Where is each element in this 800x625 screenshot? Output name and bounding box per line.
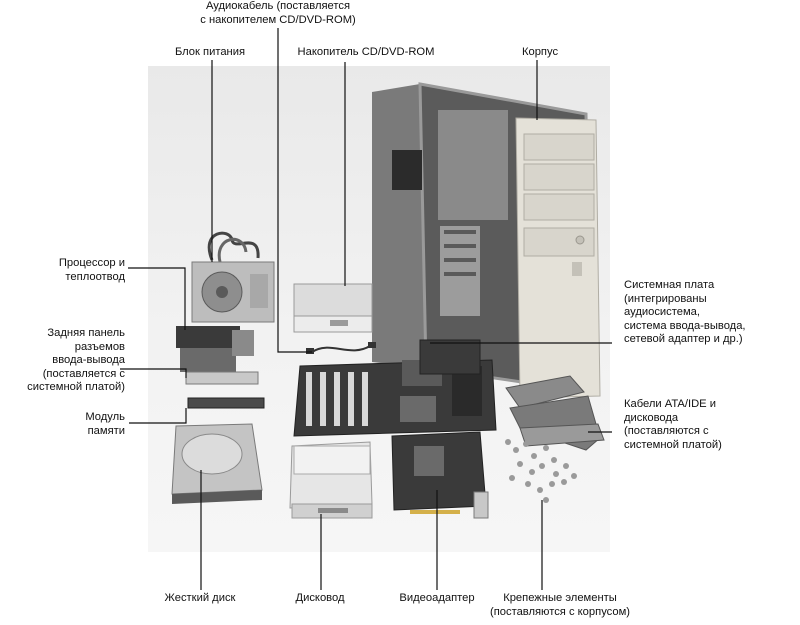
label-power-supply: Блок питания [155,46,265,60]
cpu-cooler [176,326,254,372]
label-line: (поставляются с [624,425,709,438]
label-line: дисковода [624,411,679,424]
ata-ide-cables [505,375,605,451]
label-line: Крепежные элементы [503,592,617,604]
label-cd-dvd-drive: Накопитель CD/DVD-ROM [286,46,446,60]
hard-disk [171,423,263,504]
label-line: Кабели ATA/IDE и [624,398,716,410]
components-photo [148,66,610,552]
label-line: (поставляются с корпусом) [489,605,631,618]
label-line: системной платой) [27,381,125,394]
label-line: система ввода-вывода, [624,319,746,332]
label-line: с накопителем CD/DVD-ROM) [200,13,356,26]
label-floppy-drive: Дисковод [270,592,370,606]
leader-io-panel [120,368,187,378]
cd-dvd-drive [293,283,373,333]
memory-module [187,397,265,409]
audio-cable [306,342,376,354]
label-line: аудиосистема, [624,306,700,319]
label-line: сетевой адаптер и др.) [624,333,743,346]
label-line: Аудиокабель (поставляется [205,0,351,12]
components-illustration [171,82,605,519]
label-line: Задняя панель [47,327,125,339]
label-line: Видеоадаптер [399,592,475,604]
fasteners [505,439,577,503]
label-fasteners: Крепежные элементы(поставляются с корпус… [470,592,650,619]
label-hard-disk: Жесткий диск [140,592,260,606]
label-case: Корпус [500,46,580,60]
label-line: памяти [87,424,125,437]
leader-cpu-cooler [128,267,186,330]
label-video-adapter: Видеоадаптер [382,592,492,606]
leader-memory-module [129,408,187,424]
label-line: (интегрированы [624,292,707,305]
label-line: Блок питания [174,46,246,58]
video-adapter [391,431,489,519]
label-line: ввода-вывода [52,354,125,367]
power-supply [191,231,275,323]
floppy-drive [289,441,373,519]
label-line: Накопитель CD/DVD-ROM [297,46,435,58]
label-line: Процессор и [58,257,125,269]
label-line: Дисковод [295,592,345,604]
label-line: Модуль [85,411,125,423]
label-line: (поставляется с [42,367,125,380]
label-line: теплоотвод [65,270,125,283]
label-line: Корпус [521,46,559,58]
leader-audio-cable [277,28,312,353]
pc-case [372,82,601,399]
label-line: Системная плата [624,279,715,291]
label-line: разъемов [74,340,125,353]
label-line: Жесткий диск [164,592,236,604]
label-line: системной платой) [624,438,722,451]
